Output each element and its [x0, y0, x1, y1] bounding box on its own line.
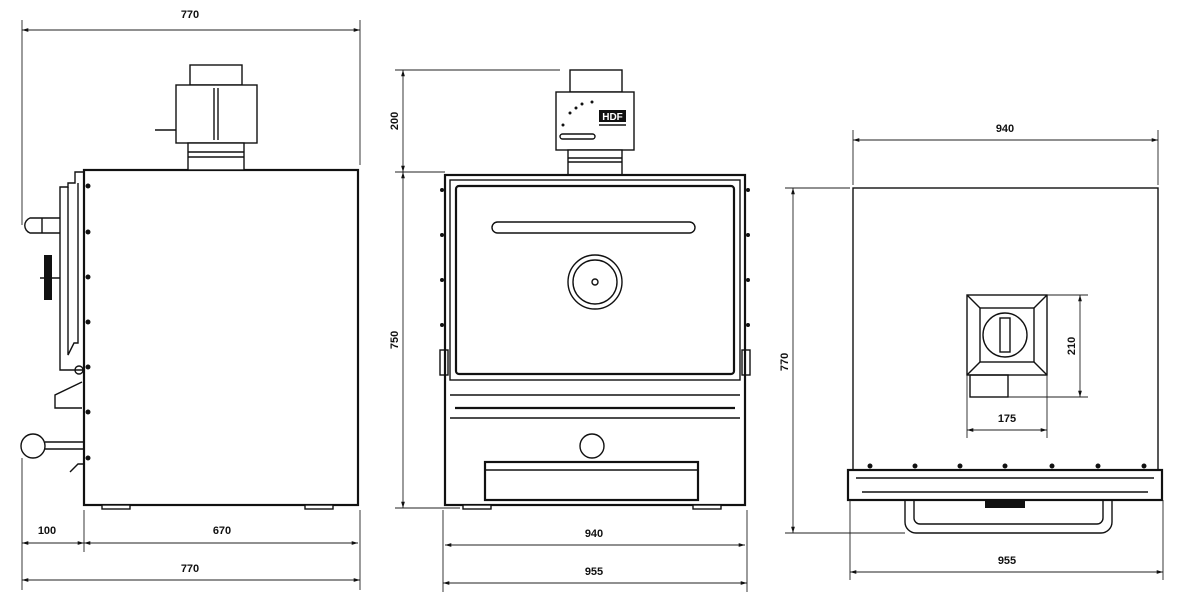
dim-top-overall-width: 955	[998, 555, 1016, 567]
front-body	[443, 173, 747, 507]
thermometer	[567, 254, 623, 310]
dim-side-bottom-width: 770	[181, 563, 199, 575]
chimney-damper	[175, 84, 258, 144]
door-handle-bar	[491, 221, 696, 234]
dim-top-depth: 770	[779, 353, 791, 371]
top-view: 940 770 210 175 955	[779, 123, 1164, 580]
door-frame-top	[846, 468, 1164, 502]
door-handle	[24, 217, 60, 234]
ash-drawer	[483, 460, 700, 502]
hdf-logo: HDF	[599, 110, 626, 126]
side-body	[82, 168, 360, 507]
flue-pipe	[982, 312, 1028, 358]
dim-flue-height: 210	[1066, 337, 1078, 355]
top-body	[852, 187, 1159, 471]
dim-top-body-width: 940	[996, 123, 1014, 135]
dim-side-top-width: 770	[181, 9, 199, 21]
dim-front-body-width: 940	[585, 528, 603, 540]
oven-door	[454, 184, 736, 376]
svg-text:HDF: HDF	[602, 112, 623, 123]
chimney-top	[189, 64, 243, 86]
ash-knob	[20, 433, 46, 459]
dim-front-overall-width: 955	[585, 566, 603, 578]
dim-chimney-height: 200	[389, 112, 401, 130]
side-view: 770 100 670 770	[20, 9, 361, 590]
dim-body-depth: 670	[213, 525, 231, 537]
door-handle-top	[904, 500, 1113, 534]
ash-drawer-knob	[579, 433, 605, 459]
dim-body-height: 750	[389, 331, 401, 349]
dim-handle-projection: 100	[38, 525, 56, 537]
front-view: HDF 200 750 940 955	[389, 69, 751, 592]
dim-flue-width: 175	[998, 413, 1016, 425]
